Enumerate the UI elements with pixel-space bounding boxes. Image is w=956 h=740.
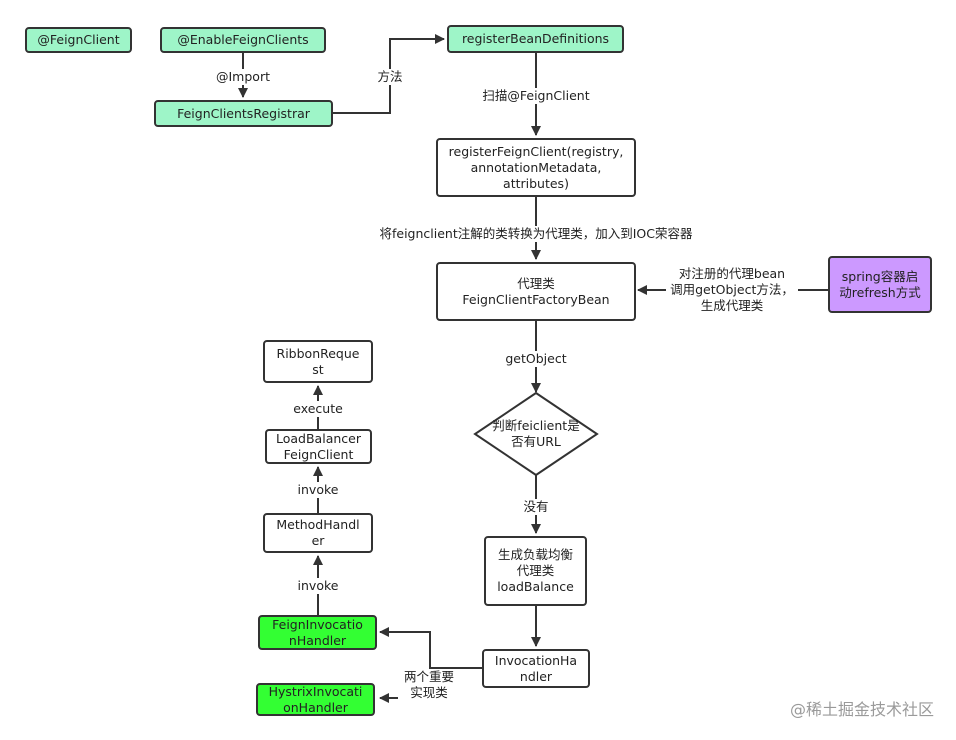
- label-execute: execute: [290, 401, 346, 417]
- label-import: @Import: [213, 69, 273, 85]
- label-call-get-object: 对注册的代理bean 调用getObject方法， 生成代理类: [666, 266, 798, 314]
- node-register-feign-client[interactable]: registerFeignClient(registry, annotation…: [436, 138, 636, 197]
- label-invoke-1: invoke: [293, 482, 343, 498]
- node-feign-client[interactable]: @FeignClient: [25, 27, 132, 53]
- decision-label: 判断feiclient是 否有URL: [492, 418, 580, 449]
- node-ribbon-request[interactable]: RibbonReque st: [263, 340, 373, 383]
- node-proxy-class[interactable]: 代理类 FeignClientFactoryBean: [436, 262, 636, 321]
- label-method: 方法: [374, 69, 406, 85]
- node-hystrix-invocation-handler[interactable]: HystrixInvocati onHandler: [256, 683, 375, 716]
- label-invoke-2: invoke: [293, 578, 343, 594]
- node-feign-clients-registrar[interactable]: FeignClientsRegistrar: [154, 100, 333, 127]
- node-spring-refresh[interactable]: spring容器启 动refresh方式: [828, 256, 932, 313]
- label-no: 没有: [520, 499, 552, 515]
- node-feign-invocation-handler[interactable]: FeignInvocatio nHandler: [258, 615, 377, 650]
- node-load-balancer-feign-client[interactable]: LoadBalancer FeignClient: [265, 429, 372, 464]
- label-two-impls: 两个重要 实现类: [398, 669, 460, 701]
- label-scan: 扫描@FeignClient: [476, 88, 596, 104]
- node-invocation-handler[interactable]: InvocationHa ndler: [482, 649, 590, 688]
- node-enable-feign-clients[interactable]: @EnableFeignClients: [160, 27, 326, 53]
- label-convert: 将feignclient注解的类转换为代理类，加入到IOC荣容器: [366, 226, 706, 242]
- edge-impl-feign: [379, 627, 482, 669]
- node-method-handler[interactable]: MethodHandl er: [263, 513, 373, 553]
- decision-diamond: [473, 391, 599, 477]
- node-register-bean-definitions[interactable]: registerBeanDefinitions: [447, 25, 624, 53]
- watermark: @稀土掘金技术社区: [789, 700, 934, 719]
- label-get-object: getObject: [502, 351, 570, 367]
- node-load-balance[interactable]: 生成负载均衡 代理类 loadBalance: [484, 536, 587, 606]
